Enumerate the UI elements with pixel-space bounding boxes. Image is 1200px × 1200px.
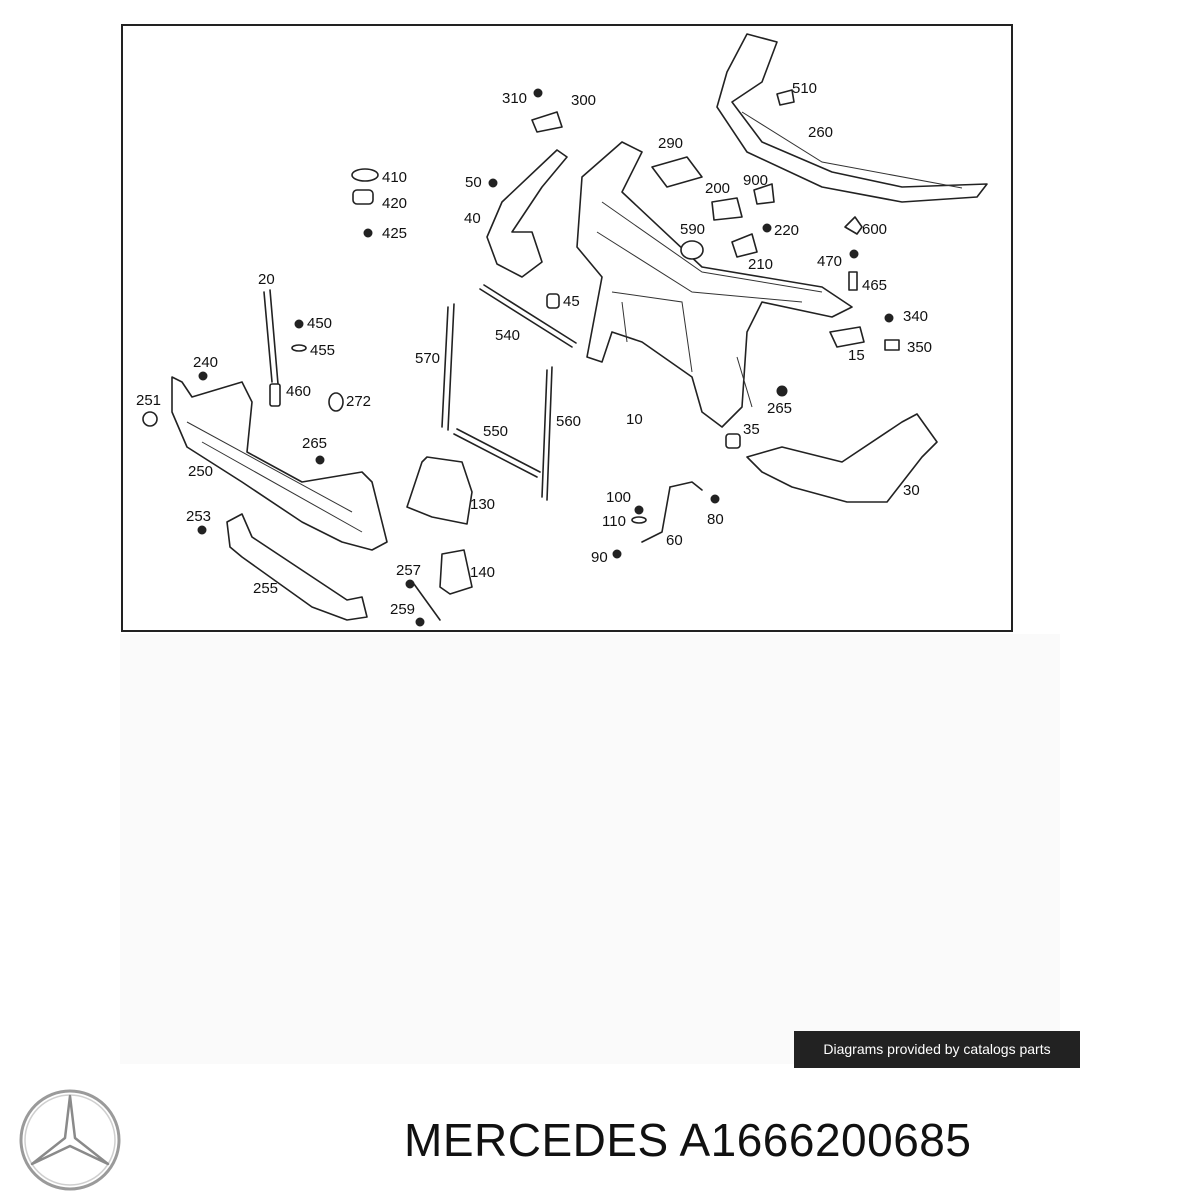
callout-label: 510 xyxy=(792,80,817,97)
callout-label: 470 xyxy=(817,253,842,270)
callout-label: 265 xyxy=(767,400,792,417)
callout-label: 257 xyxy=(396,562,421,579)
callout-label: 465 xyxy=(862,277,887,294)
callout-label: 550 xyxy=(483,423,508,440)
callout-label: 45 xyxy=(563,293,580,310)
upper-cross-member-part xyxy=(716,33,988,203)
callout-label: 80 xyxy=(707,511,724,528)
callout-label: 540 xyxy=(495,327,520,344)
bumper-beam-part xyxy=(171,376,388,551)
callout-labels: 10 15 20 30 35 40 45 50 60 80 90 100 110… xyxy=(136,80,932,618)
callout-label: 200 xyxy=(705,180,730,197)
callout-label: 240 xyxy=(193,354,218,371)
seal-strips-part xyxy=(441,284,577,501)
lower-strut-part xyxy=(226,513,368,621)
callout-label: 250 xyxy=(188,463,213,480)
callout-label: 265 xyxy=(302,435,327,452)
callout-label: 35 xyxy=(743,421,760,438)
air-duct-part xyxy=(406,456,473,595)
support-rod-part xyxy=(263,289,279,385)
parts-diagram: 10 15 20 30 35 40 45 50 60 80 90 100 110… xyxy=(121,24,1013,632)
callout-label: 460 xyxy=(286,383,311,400)
callout-label: 60 xyxy=(666,532,683,549)
callout-label: 210 xyxy=(748,256,773,273)
callout-label: 253 xyxy=(186,508,211,525)
fasteners xyxy=(142,88,900,627)
callout-label: 259 xyxy=(390,601,415,618)
callout-label: 40 xyxy=(464,210,481,227)
mercedes-star-icon xyxy=(19,1089,121,1191)
callout-label: 455 xyxy=(310,342,335,359)
callout-label: 110 xyxy=(602,513,626,530)
right-bracket-part xyxy=(746,413,938,503)
callout-label: 290 xyxy=(658,135,683,152)
callout-label: 50 xyxy=(465,174,482,191)
callout-label: 560 xyxy=(556,413,581,430)
callout-label: 260 xyxy=(808,124,833,141)
callout-label: 90 xyxy=(591,549,608,566)
callout-label: 590 xyxy=(680,221,705,238)
callout-label: 300 xyxy=(571,92,596,109)
callout-label: 130 xyxy=(470,496,495,513)
callout-label: 570 xyxy=(415,350,440,367)
callout-label: 10 xyxy=(626,411,643,428)
left-bracket-part xyxy=(486,149,568,278)
callout-label: 100 xyxy=(606,489,631,506)
callout-label: 410 xyxy=(382,169,407,186)
callout-label: 450 xyxy=(307,315,332,332)
attribution-banner: Diagrams provided by catalogs parts xyxy=(794,1031,1080,1068)
callout-label: 20 xyxy=(258,271,275,288)
latch-bracket-part xyxy=(641,481,703,543)
callout-label: 350 xyxy=(907,339,932,356)
part-number-title: MERCEDES A1666200685 xyxy=(404,1114,972,1166)
callout-label: 255 xyxy=(253,580,278,597)
callout-label: 425 xyxy=(382,225,407,242)
callout-label: 220 xyxy=(774,222,799,239)
callout-label: 600 xyxy=(862,221,887,238)
callout-label: 140 xyxy=(470,564,495,581)
callout-label: 900 xyxy=(743,172,768,189)
callout-label: 251 xyxy=(136,392,161,409)
callout-label: 310 xyxy=(502,90,527,107)
background-panel xyxy=(120,634,1060,1064)
front-carrier-part xyxy=(576,141,853,428)
callout-label: 30 xyxy=(903,482,920,499)
callout-label: 15 xyxy=(848,347,865,364)
callout-label: 272 xyxy=(346,393,371,410)
callout-label: 340 xyxy=(903,308,928,325)
callout-label: 420 xyxy=(382,195,407,212)
diagram-drawing: 10 15 20 30 35 40 45 50 60 80 90 100 110… xyxy=(136,33,988,627)
